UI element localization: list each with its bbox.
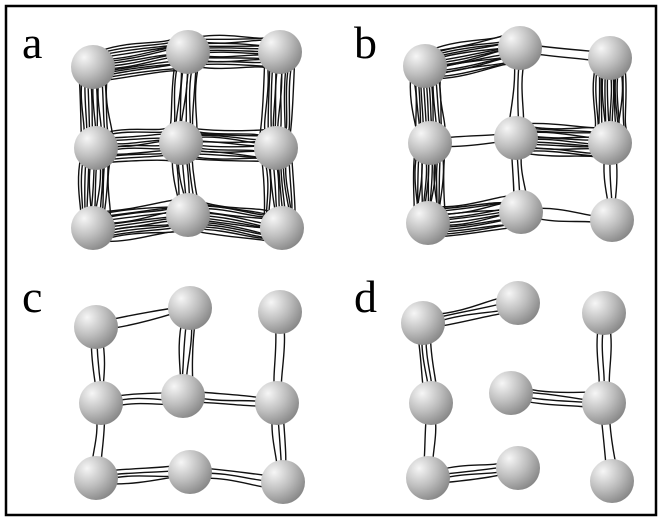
particle-sphere: [258, 290, 302, 334]
polymer-chain: [198, 45, 270, 47]
particle-sphere: [403, 44, 447, 88]
particle-sphere: [489, 371, 533, 415]
particle-sphere: [166, 193, 210, 237]
particle-sphere: [166, 30, 210, 74]
particle-sphere: [406, 456, 450, 500]
particle-sphere: [260, 206, 304, 250]
panel-b: b: [354, 17, 634, 245]
particle-sphere: [590, 198, 634, 242]
particle-sphere: [401, 301, 445, 345]
particle-sphere: [499, 190, 543, 234]
panel-label-c: c: [22, 271, 42, 322]
panel-label-a: a: [22, 17, 42, 68]
particle-sphere: [409, 381, 453, 425]
particle-sphere: [168, 286, 212, 330]
particle-sphere: [582, 291, 626, 335]
particle-sphere: [590, 459, 634, 503]
particle-sphere: [71, 206, 115, 250]
particle-sphere: [498, 26, 542, 70]
particle-sphere: [408, 121, 452, 165]
particle-sphere: [74, 456, 118, 500]
panel-label-d: d: [354, 271, 377, 322]
particle-sphere: [254, 126, 298, 170]
particle-sphere: [261, 460, 305, 504]
particle-sphere: [258, 30, 302, 74]
particle-sphere: [161, 374, 205, 418]
particle-sphere: [74, 305, 118, 349]
particle-sphere: [496, 281, 540, 325]
particle-sphere: [79, 381, 123, 425]
polymer-chain: [192, 127, 266, 132]
particle-sphere: [74, 126, 118, 170]
particle-sphere: [494, 116, 538, 160]
particle-sphere: [582, 381, 626, 425]
panel-label-b: b: [354, 17, 377, 68]
particle-sphere: [588, 36, 632, 80]
particle-sphere: [588, 121, 632, 165]
panel-a: a: [22, 17, 304, 250]
panel-c: c: [22, 271, 305, 504]
particle-sphere: [255, 381, 299, 425]
particle-sphere: [496, 446, 540, 490]
polymer-chain: [598, 68, 601, 133]
polymer-chain: [437, 195, 509, 208]
particle-sphere: [71, 45, 115, 89]
particle-sphere: [406, 201, 450, 245]
particle-sphere: [168, 450, 212, 494]
particle-sphere: [159, 121, 203, 165]
figure-border: [4, 4, 658, 517]
polymer-chain: [258, 62, 266, 137]
panel-d: d: [354, 271, 634, 503]
